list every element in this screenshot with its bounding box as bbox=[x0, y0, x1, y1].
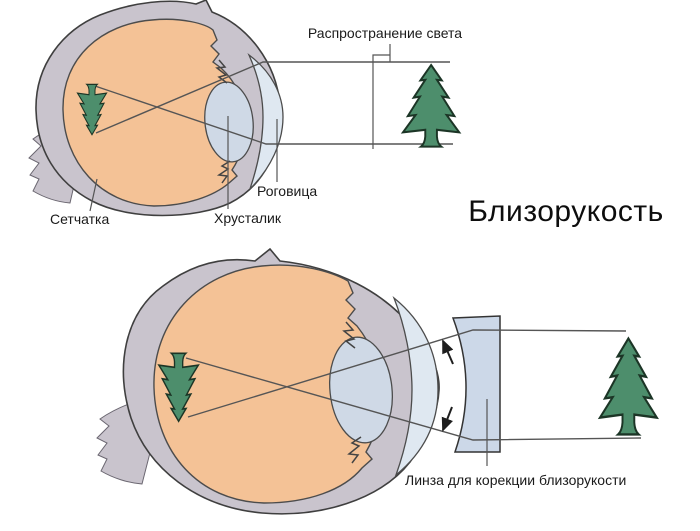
divergence-arrow bbox=[441, 406, 453, 432]
bottom-eye-diagram: Линза для корекции близорукости bbox=[96, 247, 659, 515]
tree-icon bbox=[598, 337, 659, 436]
cornea-shape bbox=[247, 53, 284, 190]
ciliary-body-lower bbox=[347, 436, 362, 464]
cornea-shape bbox=[392, 295, 439, 477]
ciliary-body-lower bbox=[216, 160, 231, 184]
top-eye-diagram: Распространение света Сетчатка Хрусталик… bbox=[28, 0, 462, 227]
pointer-line bbox=[89, 178, 98, 212]
tree-icon bbox=[401, 64, 461, 148]
light-ray bbox=[94, 85, 453, 145]
ciliary-body-upper bbox=[215, 59, 228, 84]
label-lens: Хрусталик bbox=[214, 210, 282, 226]
right-angle-mark bbox=[372, 54, 390, 149]
divergence-arrow bbox=[442, 339, 454, 365]
eyeball-interior bbox=[62, 18, 246, 207]
light-ray bbox=[187, 329, 627, 418]
label-retina: Сетчатка bbox=[50, 211, 109, 227]
lens-shape bbox=[329, 336, 393, 444]
light-ray bbox=[95, 61, 450, 134]
page-title: Близорукость bbox=[468, 195, 664, 228]
label-light-propagation: Распространение света bbox=[308, 25, 462, 41]
label-corrective-lens: Линза для корекции близорукости bbox=[405, 472, 626, 488]
label-cornea: Роговица bbox=[257, 183, 317, 199]
ciliary-body-upper bbox=[342, 321, 356, 349]
light-ray bbox=[185, 357, 642, 441]
eyeball-interior bbox=[153, 264, 382, 504]
corrective-lens-shape bbox=[451, 315, 501, 453]
